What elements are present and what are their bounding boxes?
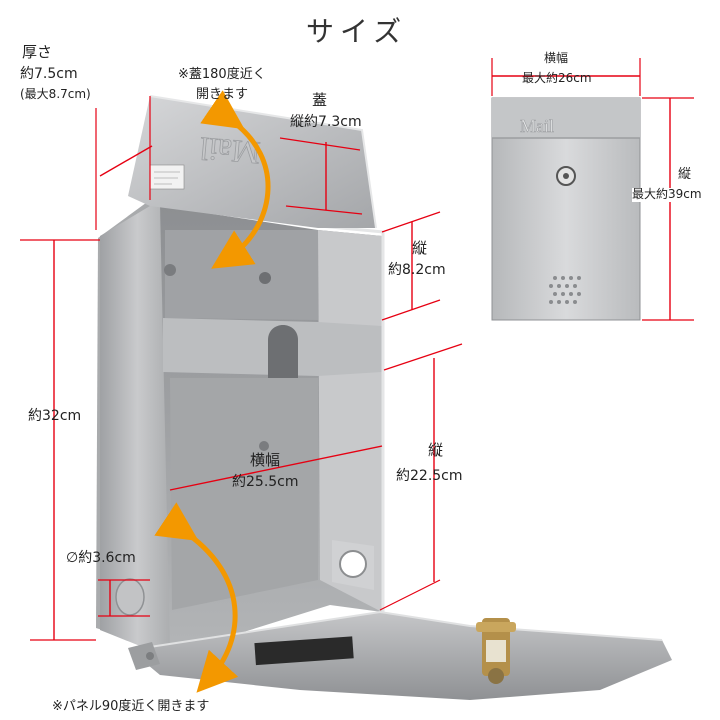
inner-width-value: 約25.5cm bbox=[232, 474, 299, 490]
hole-value: ∅約3.6cm bbox=[66, 550, 136, 566]
panel-open-arrow bbox=[154, 502, 239, 693]
depth-label: 厚さ bbox=[22, 43, 53, 61]
front-width-label: 横幅 bbox=[544, 51, 569, 65]
panel-note: ※パネル90度近く開きます bbox=[52, 699, 210, 714]
inner-height-value: 約22.5cm bbox=[396, 468, 463, 484]
front-height-label: 縦 bbox=[678, 167, 692, 182]
front-height-value: 最大約39cm bbox=[632, 187, 702, 202]
mailbox-front-view: Mail bbox=[491, 58, 694, 321]
inner-height-label: 縦 bbox=[428, 441, 444, 459]
lid-note-line2: 開きます bbox=[196, 87, 249, 102]
side-hole bbox=[339, 550, 367, 578]
front-logo: Mail bbox=[520, 116, 554, 136]
total-height-value: 約32cm bbox=[28, 408, 82, 424]
mailbox-main bbox=[96, 200, 385, 660]
lid-label: 蓋 bbox=[312, 91, 328, 109]
upper-height-value: 約8.2cm bbox=[388, 262, 446, 278]
inner-width-label: 横幅 bbox=[250, 451, 281, 469]
depth-max: (最大8.7cm) bbox=[20, 87, 91, 101]
front-panel-open bbox=[128, 610, 672, 700]
dimension-lines-main bbox=[20, 96, 463, 641]
vent-holes-icon bbox=[549, 276, 581, 304]
depth-value: 約7.5cm bbox=[20, 66, 78, 82]
front-width-value: 最大約26cm bbox=[522, 71, 592, 85]
lid-open-arrow bbox=[200, 90, 271, 269]
page-title: サイズ bbox=[306, 15, 408, 48]
lid-note-line1: ※蓋180度近く bbox=[178, 67, 266, 82]
lid-value: 縦約7.3cm bbox=[290, 114, 362, 130]
upper-height-label: 縦 bbox=[412, 239, 428, 257]
key-lock bbox=[476, 618, 516, 684]
